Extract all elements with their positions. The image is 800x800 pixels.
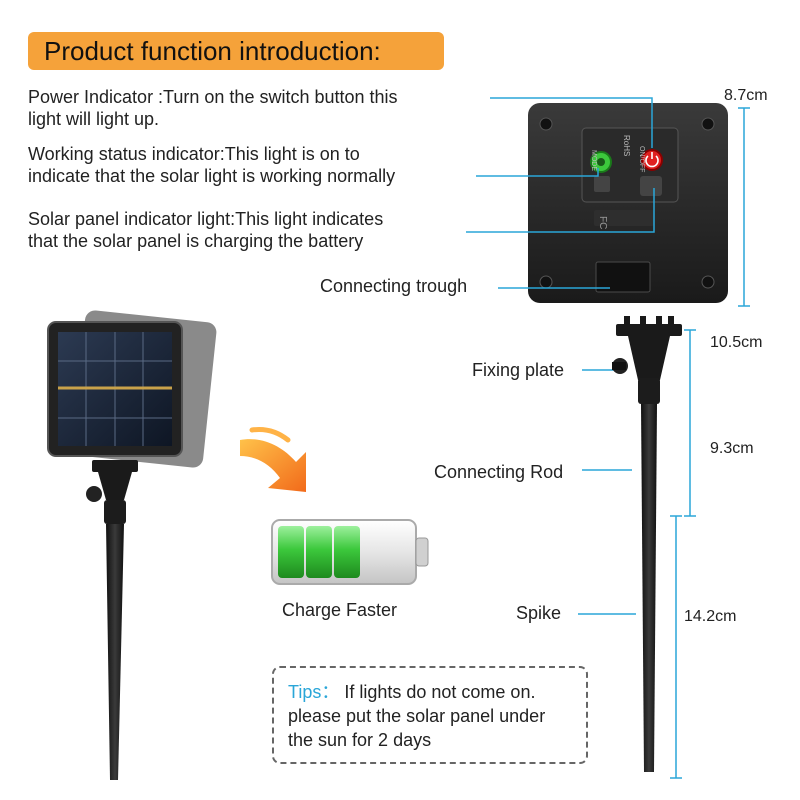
title-banner	[28, 32, 444, 70]
label-connecting-trough: Connecting trough	[320, 276, 468, 296]
ground-stake-right	[612, 316, 682, 772]
tips-text: Tips： If lights do not come on. please p…	[288, 680, 545, 752]
feature-line: light will light up.	[28, 109, 160, 129]
page-title: Product function introduction:	[44, 36, 381, 66]
tips-line: the sun for 2 days	[288, 730, 432, 750]
arrow-icon	[240, 427, 306, 492]
feature-power-indicator: Power Indicator :Turn on the switch butt…	[28, 86, 398, 130]
mode-mark: MODE	[590, 150, 597, 171]
connecting-trough	[595, 261, 651, 293]
label-charge-faster: Charge Faster	[282, 600, 398, 620]
onoff-mark: ON/OFF	[638, 146, 645, 172]
tips-line: If lights do not come on.	[339, 682, 536, 702]
tips-line: please put the solar panel under	[288, 706, 546, 726]
dimension-plate-height: 10.5cm	[710, 334, 763, 351]
rohs-mark: RoHS	[622, 135, 631, 156]
fc-mark: FC	[597, 216, 608, 229]
leader-lines	[466, 97, 655, 615]
battery-icon	[271, 519, 429, 585]
feature-line: that the solar panel is charging the bat…	[28, 231, 364, 251]
solar-sensor-icon	[640, 176, 662, 196]
feature-solar-indicator: Solar panel indicator light:This light i…	[28, 208, 383, 252]
dimension-rod-height: 9.3cm	[710, 440, 754, 457]
dimension-spike-height: 14.2cm	[684, 608, 737, 625]
label-spike: Spike	[516, 603, 562, 623]
feature-working-status: Working status indicator:This light is o…	[28, 143, 395, 187]
feature-line: Power Indicator :Turn on the switch butt…	[28, 87, 398, 107]
feature-line: Working status indicator:This light is o…	[28, 144, 360, 164]
tips-label: Tips：	[288, 682, 340, 702]
dimension-lines	[670, 107, 750, 779]
label-fixing-plate: Fixing plate	[472, 360, 565, 380]
feature-line: indicate that the solar light is working…	[28, 166, 396, 186]
panel-back-view	[528, 103, 728, 303]
label-connecting-rod: Connecting Rod	[434, 462, 564, 482]
solar-panel-front	[47, 310, 217, 780]
tips-box	[272, 666, 588, 764]
feature-line: Solar panel indicator light:This light i…	[28, 209, 384, 229]
dimension-panel-height: 8.7cm	[724, 87, 768, 104]
